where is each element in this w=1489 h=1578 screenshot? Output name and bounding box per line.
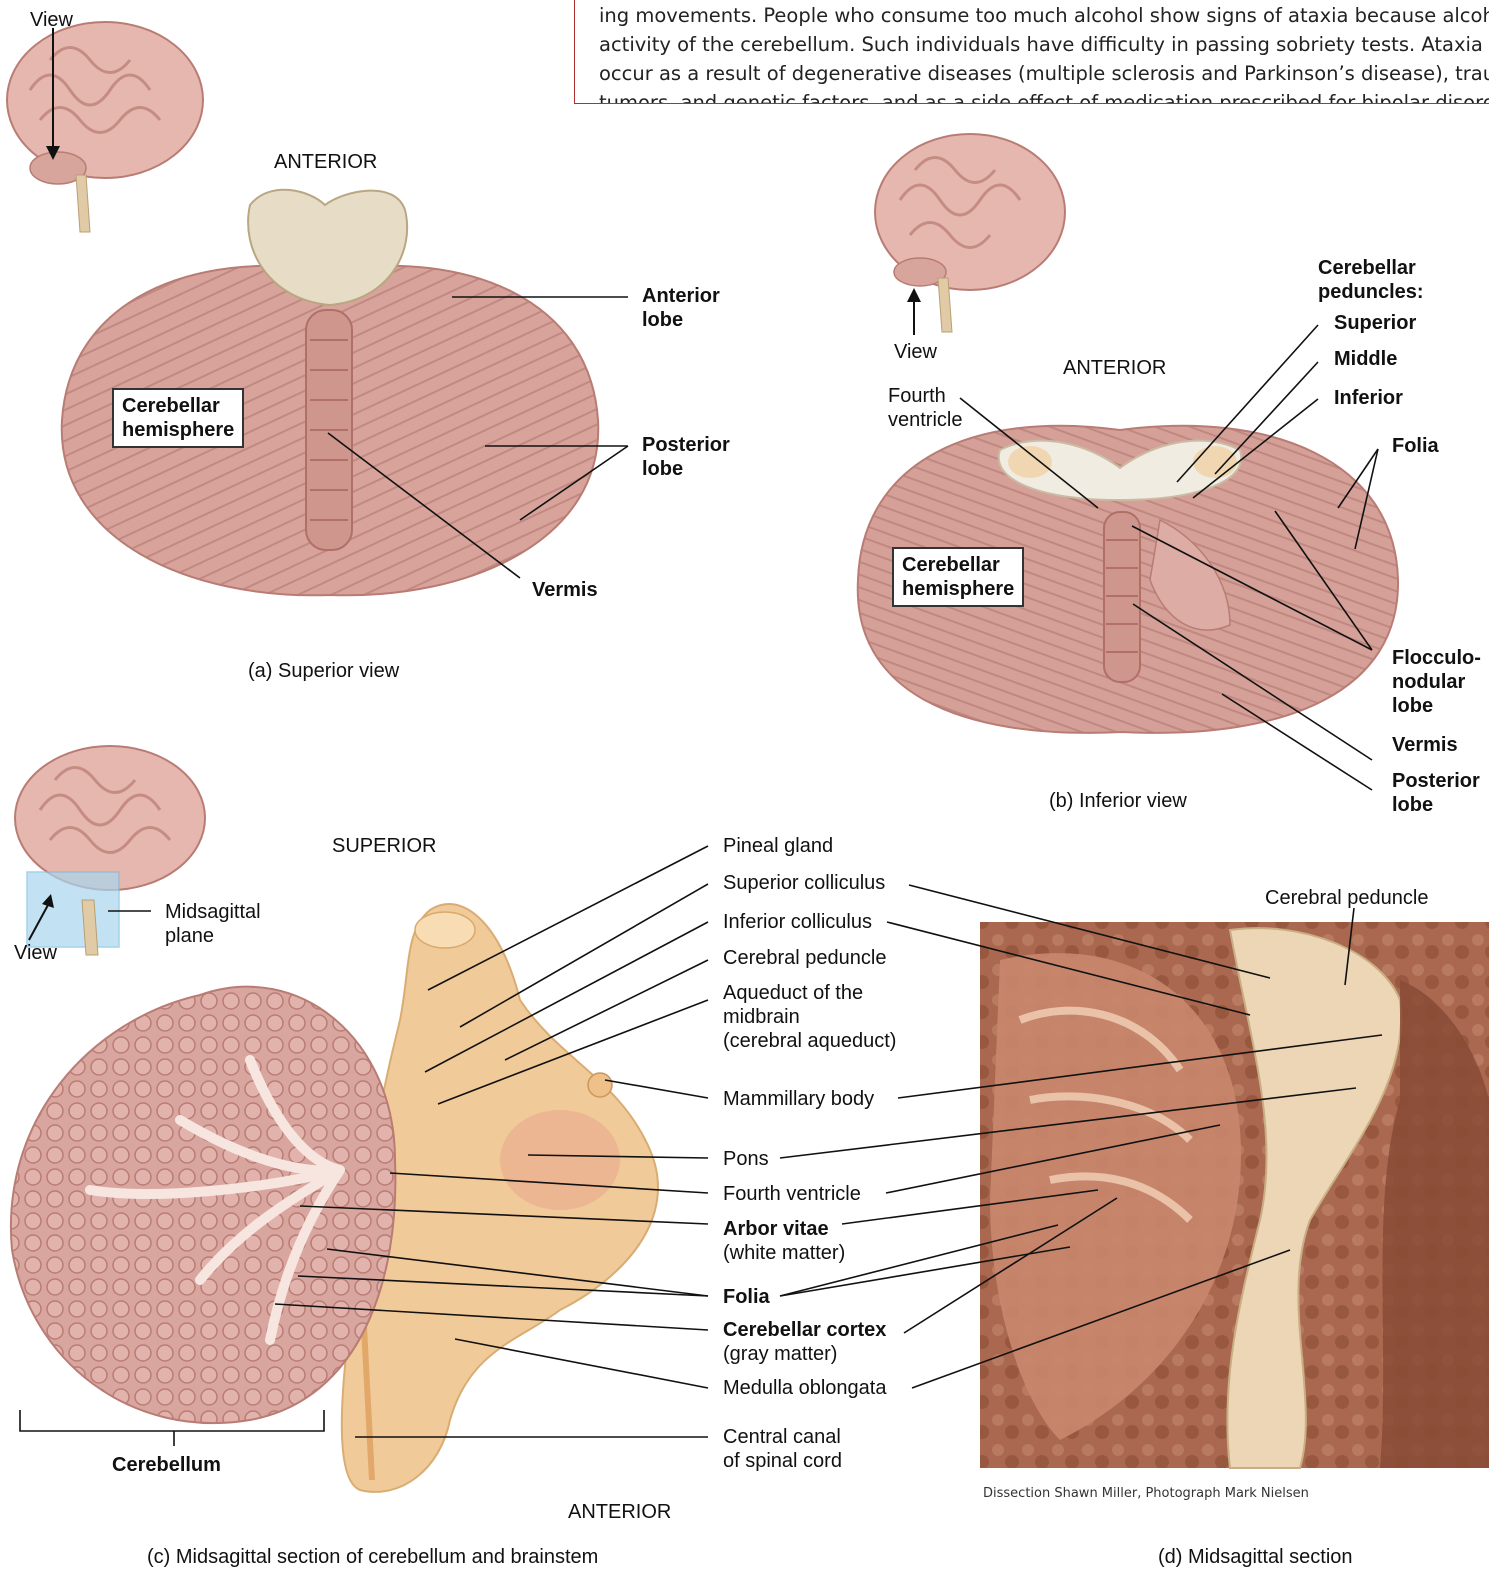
label-cerebral-aqueduct: Aqueduct of the [723, 981, 863, 1005]
label-vermis: Vermis [532, 578, 598, 602]
label-cerebral-aqueduct-3: (cerebral aqueduct) [723, 1029, 896, 1053]
caption-a: (a) Superior view [248, 660, 399, 683]
label-cerebral-peduncle-c: Cerebral peduncle [723, 946, 886, 970]
label-cerebellar-cortex: Cerebellar cortex [723, 1318, 886, 1342]
label-pons: Pons [723, 1147, 769, 1171]
label-middle-peduncle: Middle [1334, 347, 1397, 371]
photo-credit: Dissection Shawn Miller, Photograph Mark… [983, 1486, 1309, 1501]
label-midsagittal-plane-2: plane [165, 924, 214, 948]
label-cerebellar-peduncles: Cerebellar [1318, 256, 1416, 280]
panel-a-view-label: View [30, 8, 73, 32]
label-fourth-ventricle-b: Fourth [888, 384, 946, 408]
label-flocculonodular-lobe: Flocculo- [1392, 646, 1481, 670]
label-flocculonodular-lobe-3: lobe [1392, 694, 1433, 718]
panel-b-orientation: ANTERIOR [1063, 356, 1166, 380]
label-cerebral-peduncle-d: Cerebral peduncle [1265, 886, 1428, 910]
label-central-canal: Central canal [723, 1425, 841, 1449]
panel-a-brain-icon [7, 22, 203, 232]
label-flocculonodular-lobe-2: nodular [1392, 670, 1465, 694]
label-posterior-lobe-b-2: lobe [1392, 793, 1433, 817]
label-cerebellar-hemisphere-b: Cerebellar hemisphere [892, 547, 1024, 607]
label-superior-colliculus: Superior colliculus [723, 871, 885, 895]
label-midsagittal-plane: Midsagittal [165, 900, 261, 924]
label-inferior-colliculus: Inferior colliculus [723, 910, 872, 934]
cerebellum-sagittal [11, 987, 395, 1423]
label-posterior-lobe-2: lobe [642, 457, 683, 481]
label-cerebellum: Cerebellum [112, 1453, 221, 1477]
label-vermis-b: Vermis [1392, 733, 1458, 757]
hemisphere-line-1: Cerebellar [902, 553, 1014, 577]
label-inferior-peduncle: Inferior [1334, 386, 1403, 410]
label-anterior-lobe: Anterior [642, 284, 720, 308]
panel-b-view-label: View [894, 340, 937, 364]
ataxia-callout-box: ing movements. People who consume too mu… [574, 0, 1489, 104]
callout-line: activity of the cerebellum. Such individ… [599, 30, 1489, 59]
label-arbor-vitae-2: (white matter) [723, 1241, 845, 1265]
label-folia-c: Folia [723, 1285, 770, 1309]
label-central-canal-2: of spinal cord [723, 1449, 842, 1473]
caption-b: (b) Inferior view [1049, 790, 1187, 813]
label-folia-b: Folia [1392, 434, 1439, 458]
callout-line: ing movements. People who consume too mu… [599, 1, 1489, 30]
panel-c-view-label: View [14, 941, 57, 965]
panel-c-orientation-anterior: ANTERIOR [568, 1500, 671, 1524]
callout-line: tumors, and genetic factors, and as a si… [599, 88, 1489, 104]
hemisphere-line-1: Cerebellar [122, 394, 234, 418]
label-arbor-vitae: Arbor vitae [723, 1217, 829, 1241]
label-posterior-lobe: Posterior [642, 433, 730, 457]
label-cerebellar-peduncles-2: peduncles: [1318, 280, 1424, 304]
callout-line: occur as a result of degenerative diseas… [599, 59, 1489, 88]
caption-c: (c) Midsagittal section of cerebellum an… [147, 1546, 598, 1569]
caption-d: (d) Midsagittal section [1158, 1546, 1353, 1569]
label-mammillary-body: Mammillary body [723, 1087, 874, 1111]
hemisphere-line-2: hemisphere [122, 418, 234, 442]
panel-b-brain-icon [875, 134, 1065, 335]
label-pineal-gland: Pineal gland [723, 834, 833, 858]
label-anterior-lobe-2: lobe [642, 308, 683, 332]
panel-c-orientation-superior: SUPERIOR [332, 834, 436, 858]
label-fourth-ventricle-b-2: ventricle [888, 408, 962, 432]
label-fourth-ventricle-c: Fourth ventricle [723, 1182, 861, 1206]
label-medulla-oblongata: Medulla oblongata [723, 1376, 886, 1400]
label-cerebellar-hemisphere-a: Cerebellar hemisphere [112, 388, 244, 448]
label-superior-peduncle: Superior [1334, 311, 1416, 335]
label-cerebral-aqueduct-2: midbrain [723, 1005, 800, 1029]
label-cerebellar-cortex-2: (gray matter) [723, 1342, 837, 1366]
hemisphere-line-2: hemisphere [902, 577, 1014, 601]
panel-a-orientation: ANTERIOR [274, 150, 377, 174]
label-posterior-lobe-b: Posterior [1392, 769, 1480, 793]
